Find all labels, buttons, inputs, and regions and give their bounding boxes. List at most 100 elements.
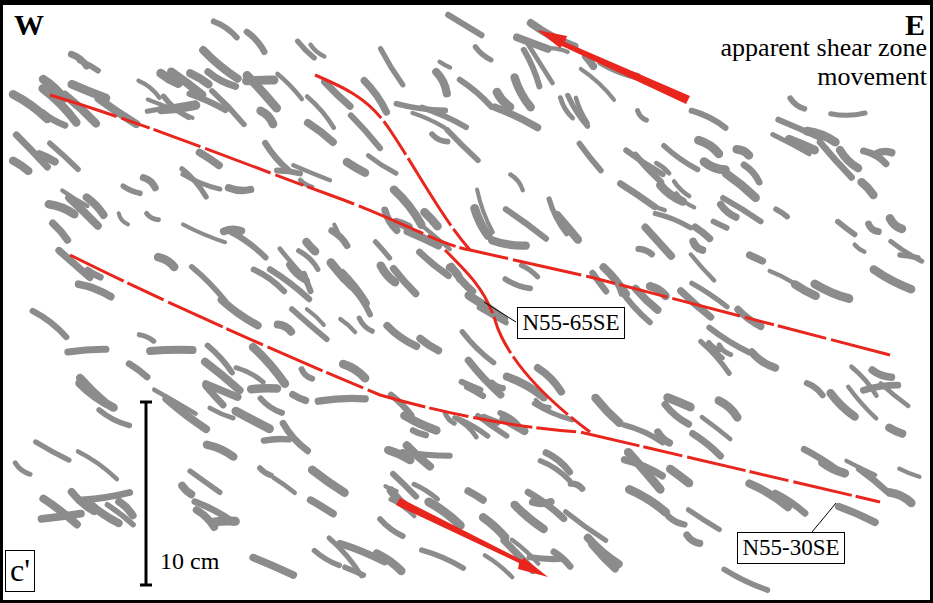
clast — [147, 103, 195, 111]
orientation-box: N55-65SE — [517, 307, 625, 339]
clast — [831, 113, 865, 115]
clast — [342, 273, 366, 304]
clast — [890, 218, 902, 229]
clast — [721, 205, 736, 218]
clast — [82, 493, 129, 501]
node-text: N55-65SE — [522, 310, 619, 335]
clast — [869, 224, 879, 232]
clast — [182, 486, 191, 495]
clast — [377, 554, 402, 572]
clast — [530, 557, 560, 559]
clast — [80, 378, 106, 403]
clast — [492, 240, 526, 245]
clast — [123, 186, 140, 193]
clast — [42, 514, 81, 519]
scale-bar — [140, 402, 152, 585]
clast — [890, 493, 911, 503]
clast — [702, 417, 730, 439]
clast — [475, 47, 491, 60]
clast — [208, 346, 232, 373]
clast — [79, 284, 111, 296]
clast — [515, 77, 531, 107]
clast — [655, 502, 674, 522]
clast — [789, 139, 814, 150]
leader-line — [484, 302, 836, 532]
clast — [596, 398, 620, 423]
clast — [129, 364, 147, 377]
connecting-plane — [445, 250, 590, 432]
clast — [719, 401, 738, 418]
clast — [340, 319, 355, 332]
clast — [517, 37, 548, 49]
clast — [692, 111, 726, 128]
clast — [229, 188, 251, 191]
clast — [171, 72, 202, 95]
clast — [692, 283, 727, 307]
clast — [278, 325, 291, 332]
clast — [13, 161, 28, 171]
clast — [635, 155, 661, 182]
clast — [846, 461, 875, 475]
clast — [691, 255, 714, 281]
clast — [299, 251, 318, 270]
clast — [588, 538, 619, 564]
clast — [510, 175, 522, 191]
clast — [724, 569, 767, 590]
clast — [693, 242, 702, 251]
clast — [289, 265, 305, 281]
scale-label: 10 cm — [160, 548, 219, 574]
clast — [639, 249, 652, 254]
clast — [212, 91, 244, 125]
clast — [376, 242, 390, 258]
clast — [674, 181, 689, 196]
clast — [261, 398, 283, 413]
shear-sense-arrow — [396, 30, 690, 577]
clast — [462, 332, 493, 363]
clast — [33, 311, 66, 337]
clast — [420, 339, 438, 351]
clast — [302, 369, 313, 379]
clast — [497, 92, 510, 107]
clast — [99, 410, 129, 426]
clast — [43, 113, 65, 126]
clast — [492, 383, 503, 388]
clast — [15, 463, 30, 474]
clast — [72, 84, 106, 98]
clast — [874, 270, 911, 290]
clast — [815, 284, 849, 299]
clast — [709, 328, 749, 353]
clast — [68, 349, 106, 352]
node-text: c' — [10, 553, 30, 588]
clast — [87, 197, 104, 215]
orientation-box: N55-30SE — [737, 532, 845, 564]
clast — [253, 558, 293, 575]
clast — [397, 104, 446, 111]
clast — [388, 450, 410, 460]
clast — [776, 209, 787, 216]
clast — [314, 551, 339, 566]
clast — [447, 130, 478, 161]
clast — [190, 471, 220, 492]
clast — [36, 442, 69, 460]
clast — [206, 384, 238, 397]
clast — [147, 214, 159, 220]
clast — [889, 428, 902, 434]
clast — [872, 370, 891, 377]
clast — [195, 502, 234, 523]
clast — [440, 62, 451, 68]
clast — [701, 341, 729, 373]
clast — [581, 69, 614, 100]
clast — [485, 555, 512, 577]
clast — [260, 468, 271, 475]
clast — [855, 245, 865, 252]
clast — [368, 156, 396, 174]
clast — [394, 269, 416, 294]
clast — [831, 393, 855, 416]
node-text: N55-30SE — [742, 535, 839, 560]
clast — [119, 213, 128, 224]
shear-plane — [70, 255, 880, 502]
clast — [807, 383, 823, 395]
clast — [222, 300, 258, 326]
clast — [347, 162, 365, 173]
